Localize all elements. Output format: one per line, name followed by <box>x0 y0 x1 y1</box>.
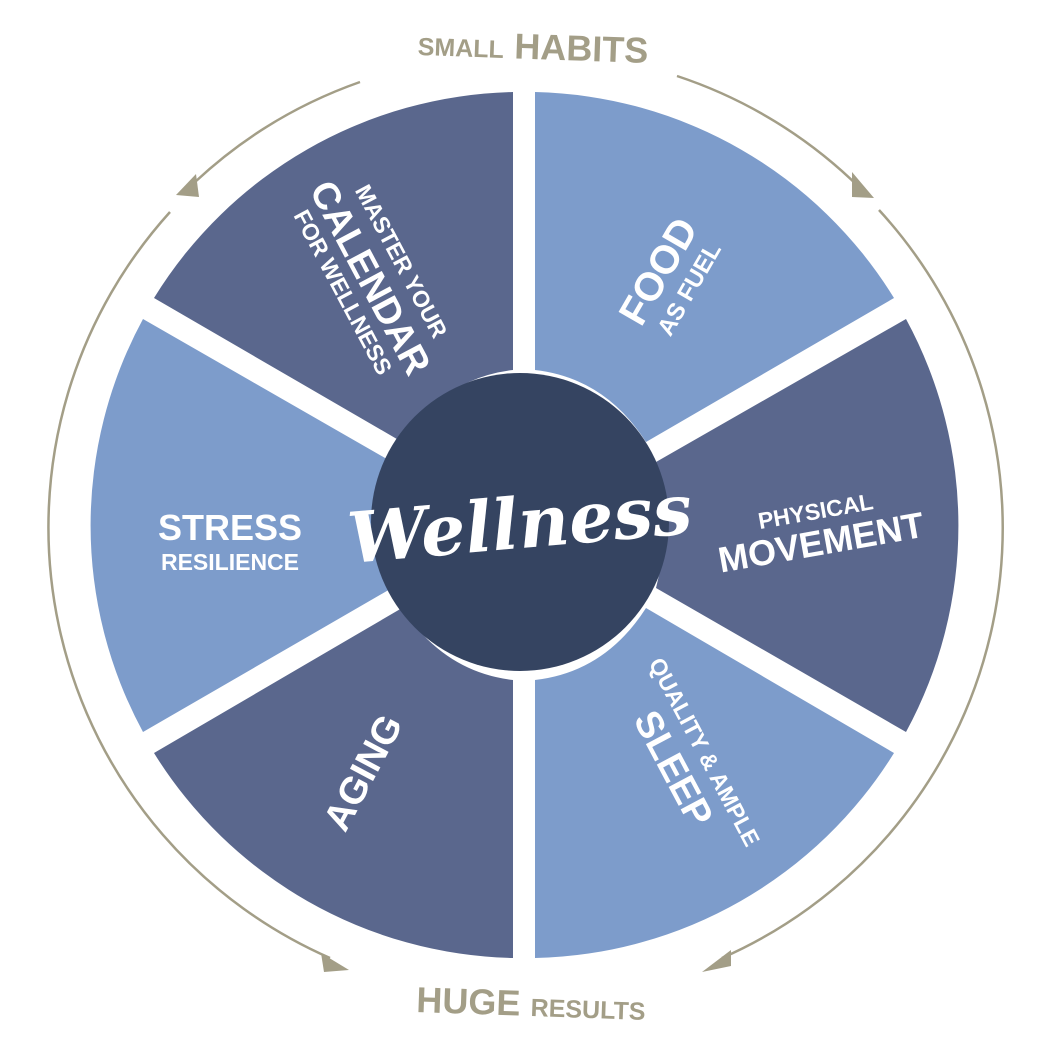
bottom-caption: HUGE RESULTS <box>416 979 647 1028</box>
top-caption: SMALL HABITS <box>417 22 649 71</box>
segment-calendar <box>154 92 513 442</box>
arrow-bottom-right-icon <box>702 950 731 972</box>
arrow-top-left-icon <box>176 174 199 197</box>
segment-stress <box>90 319 392 732</box>
center-hub <box>371 373 669 671</box>
ring-arc-top-left <box>194 80 361 183</box>
label-stress-line1: STRESS <box>158 507 302 548</box>
outer-ring <box>47 74 1004 960</box>
bottom-caption-small: RESULTS <box>530 994 646 1026</box>
top-caption-small: SMALL <box>417 33 504 64</box>
bottom-caption-big: HUGE <box>416 979 521 1024</box>
label-stress: STRESS RESILIENCE <box>158 507 302 575</box>
segment-aging <box>154 608 513 958</box>
ring-arc-left <box>47 211 331 960</box>
ring-arc-top-right <box>676 74 861 189</box>
segment-sleep <box>535 608 894 958</box>
segment-food <box>535 92 894 442</box>
segment-movement <box>656 319 959 732</box>
ring-arc-right <box>721 209 1004 960</box>
ring-arrows <box>176 172 874 972</box>
top-caption-big: HABITS <box>514 25 649 71</box>
arrow-bottom-left-icon <box>321 953 349 972</box>
label-stress-line2: RESILIENCE <box>161 549 299 575</box>
arrow-top-right-icon <box>852 172 874 198</box>
segments <box>90 92 959 958</box>
